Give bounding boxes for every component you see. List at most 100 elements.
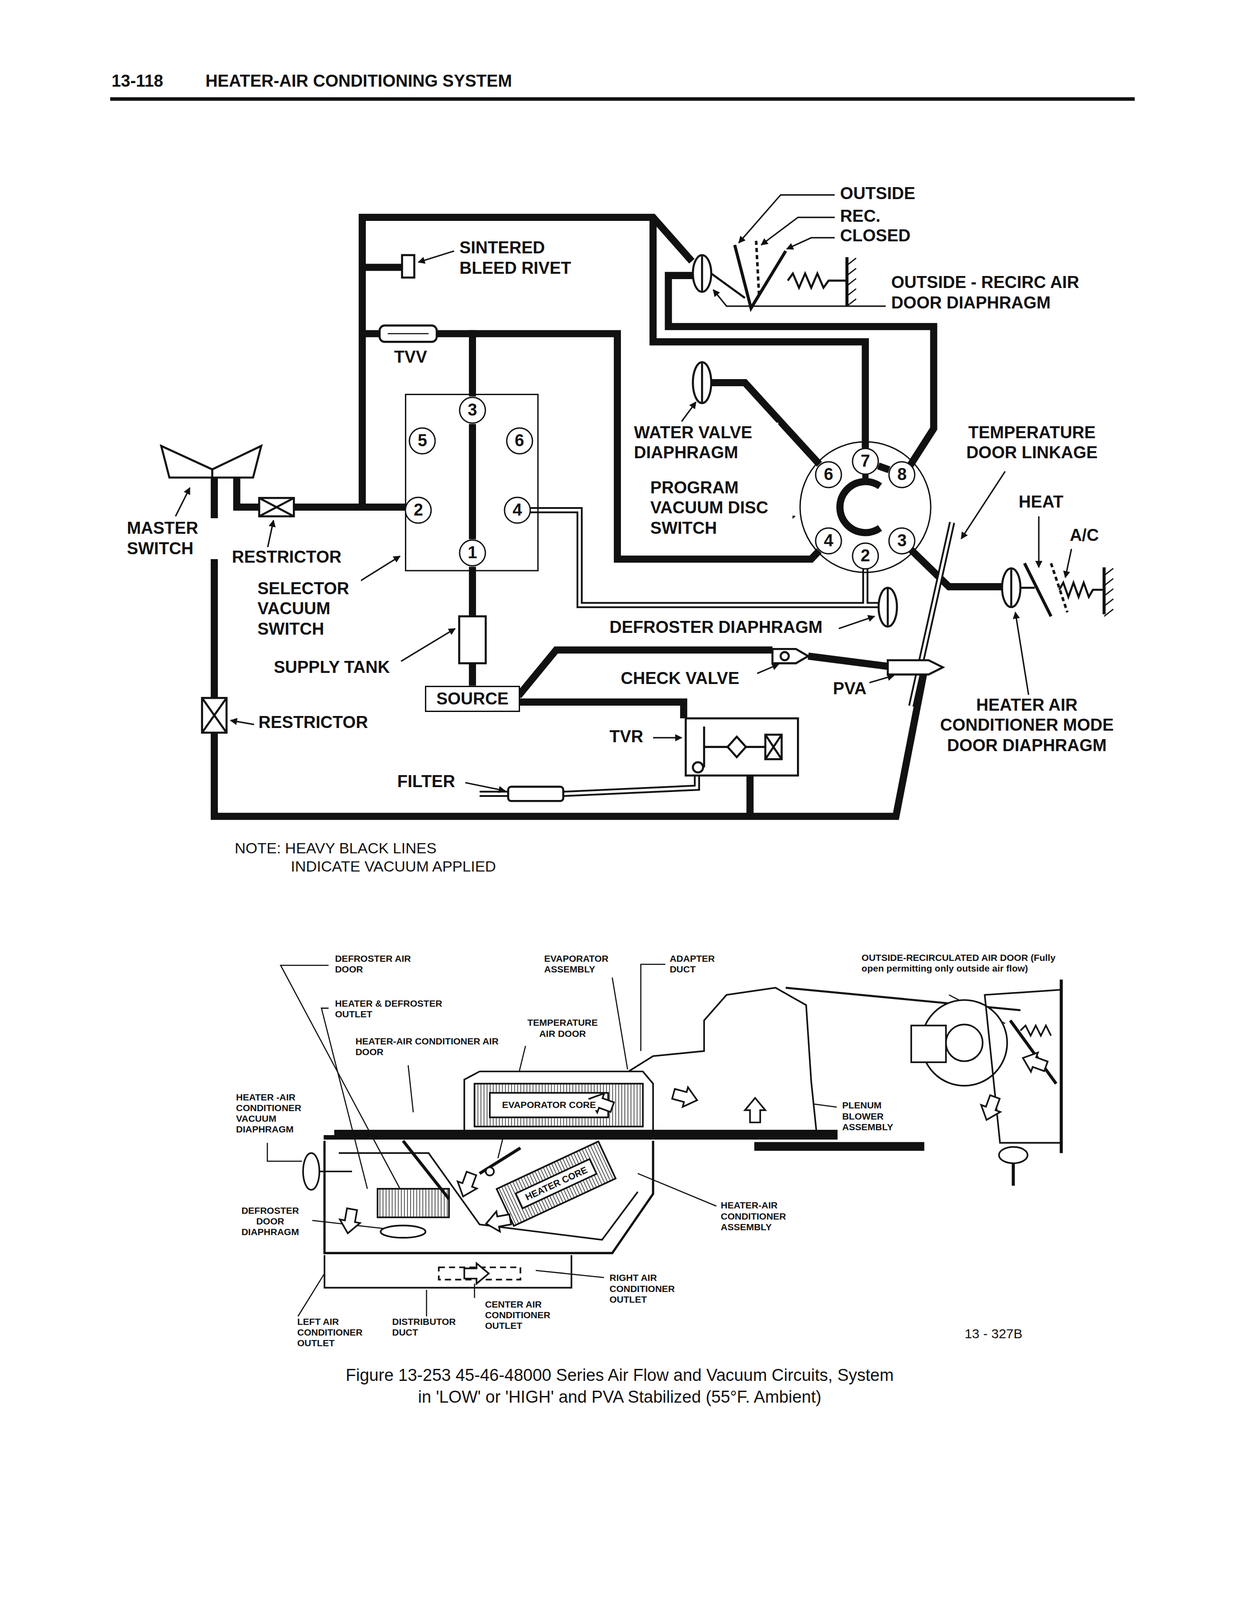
open-line	[864, 569, 867, 605]
air-door-symbol	[1024, 563, 1052, 617]
figure-caption: Figure 13-253 45-46-48000 Series Air Flo…	[338, 1364, 901, 1409]
port-circle	[506, 428, 533, 454]
vacuum-line	[746, 775, 754, 817]
part-label: HEATER-AIR CONDITIONER ASSEMBLY	[719, 1200, 805, 1233]
air-flow-illustration	[324, 1140, 653, 1254]
leader-line	[418, 251, 454, 263]
air-flow-illustration	[377, 1188, 449, 1218]
air-flow-illustration	[515, 1159, 597, 1209]
master-switch-symbol	[211, 469, 214, 478]
air-flow-illustration	[1019, 1048, 1050, 1077]
port-number: 3	[458, 396, 487, 425]
door-position: OUTSIDE	[838, 183, 917, 205]
disc-outline	[800, 441, 931, 573]
leader-line	[267, 1142, 302, 1161]
port-number: 6	[822, 464, 835, 485]
part-label: CENTER AIR CONDITIONER OUTLET	[483, 1299, 569, 1332]
vacuum-line	[518, 650, 773, 697]
leader-line	[267, 964, 1021, 1317]
diaphragm-symbol	[1010, 569, 1013, 607]
port-number: 1	[466, 542, 479, 564]
air-door-symbol	[1020, 586, 1035, 589]
leader-line	[465, 782, 506, 791]
part-label: PLENUM BLOWER ASSEMBLY	[840, 1100, 905, 1133]
door-position: CLOSED	[838, 225, 912, 247]
air-flow-illustration	[484, 1209, 513, 1234]
door-position: A/C	[1068, 525, 1101, 546]
air-flow-illustration	[1020, 1025, 1052, 1036]
bleed-rivet-symbol	[402, 255, 415, 278]
restrictor-symbol	[202, 697, 227, 733]
leader-line	[612, 977, 628, 1070]
leader-line	[267, 520, 274, 549]
master-switch-symbol	[161, 445, 262, 478]
port-number: 3	[888, 527, 916, 555]
port-number: 5	[408, 427, 437, 455]
port-circle	[852, 543, 879, 569]
air-flow-illustration	[338, 1152, 638, 1240]
air-flow-illustration	[496, 1141, 616, 1226]
vacuum-line	[468, 424, 477, 540]
port-number: 4	[511, 500, 524, 521]
figure-number: 13 - 327B	[963, 1325, 1024, 1342]
air-door-symbol	[1104, 568, 1114, 617]
port-number: 2	[851, 542, 880, 570]
diaphragm-symbol	[878, 587, 897, 627]
open-line	[862, 569, 869, 605]
filter-symbol	[508, 786, 564, 801]
pva-symbol	[887, 660, 943, 675]
leader-line	[1037, 516, 1040, 568]
part-label: EVAPORATOR ASSEMBLY	[542, 953, 622, 975]
part-label: RESTRICTOR	[230, 547, 343, 568]
part-label: CHECK VALVE	[619, 668, 741, 689]
air-flow-illustration	[496, 1141, 616, 1226]
leader-line	[738, 195, 835, 244]
leader-line	[640, 964, 666, 1052]
port-number: 5	[416, 430, 429, 452]
air-flow-illustration	[999, 1147, 1028, 1164]
vacuum-line	[808, 656, 888, 667]
open-line	[563, 775, 697, 794]
leader-line	[637, 1173, 717, 1206]
leader-line	[535, 1270, 605, 1278]
part-label: TEMPERATURE AIR DOOR	[520, 1017, 605, 1039]
leader-line	[761, 217, 835, 245]
switch-label: SELECTOR VACUUM SWITCH	[256, 578, 361, 640]
air-flow-illustration	[485, 1167, 494, 1176]
tvr-symbol	[765, 734, 782, 760]
port-circle	[459, 397, 486, 424]
disc-channel	[839, 481, 880, 533]
open-line	[563, 775, 697, 794]
air-flow-illustration	[453, 1169, 481, 1200]
tvr-symbol	[685, 718, 799, 776]
air-flow-illustration	[403, 1140, 449, 1200]
vacuum-line	[214, 217, 1002, 817]
vacuum-line	[362, 330, 380, 338]
port-number: 2	[859, 545, 872, 567]
air-flow-illustration	[1059, 979, 1063, 1153]
leader-line	[1065, 548, 1072, 578]
air-flow-illustration	[319, 1170, 353, 1173]
port-number: 7	[851, 447, 880, 476]
page-number: 13-118	[110, 71, 165, 92]
vacuum-line	[472, 333, 820, 560]
diaphragm-symbol	[1001, 568, 1021, 608]
air-door-symbol	[756, 240, 760, 299]
open-line	[479, 510, 953, 794]
air-flow-illustration	[1011, 1163, 1015, 1186]
supply-tank-symbol	[459, 616, 486, 664]
tvr-symbol	[685, 718, 799, 776]
leader-line	[425, 1289, 428, 1317]
air-flow-illustration	[324, 1255, 572, 1288]
port-number: 3	[466, 400, 479, 421]
vacuum-line	[911, 550, 1002, 588]
check-valve-symbol	[772, 648, 809, 664]
part-label: SUPPLY TANK	[272, 657, 392, 678]
vacuum-line	[518, 702, 684, 719]
leader-line	[961, 471, 1006, 540]
part-label: HEATER CORE	[522, 1164, 591, 1204]
part-label: DEFROSTER DOOR DIAPHRAGM	[230, 1205, 310, 1238]
open-line	[911, 522, 953, 707]
part-label: OUTSIDE-RECIRCULATED AIR DOOR (Fully ope…	[860, 952, 1062, 974]
